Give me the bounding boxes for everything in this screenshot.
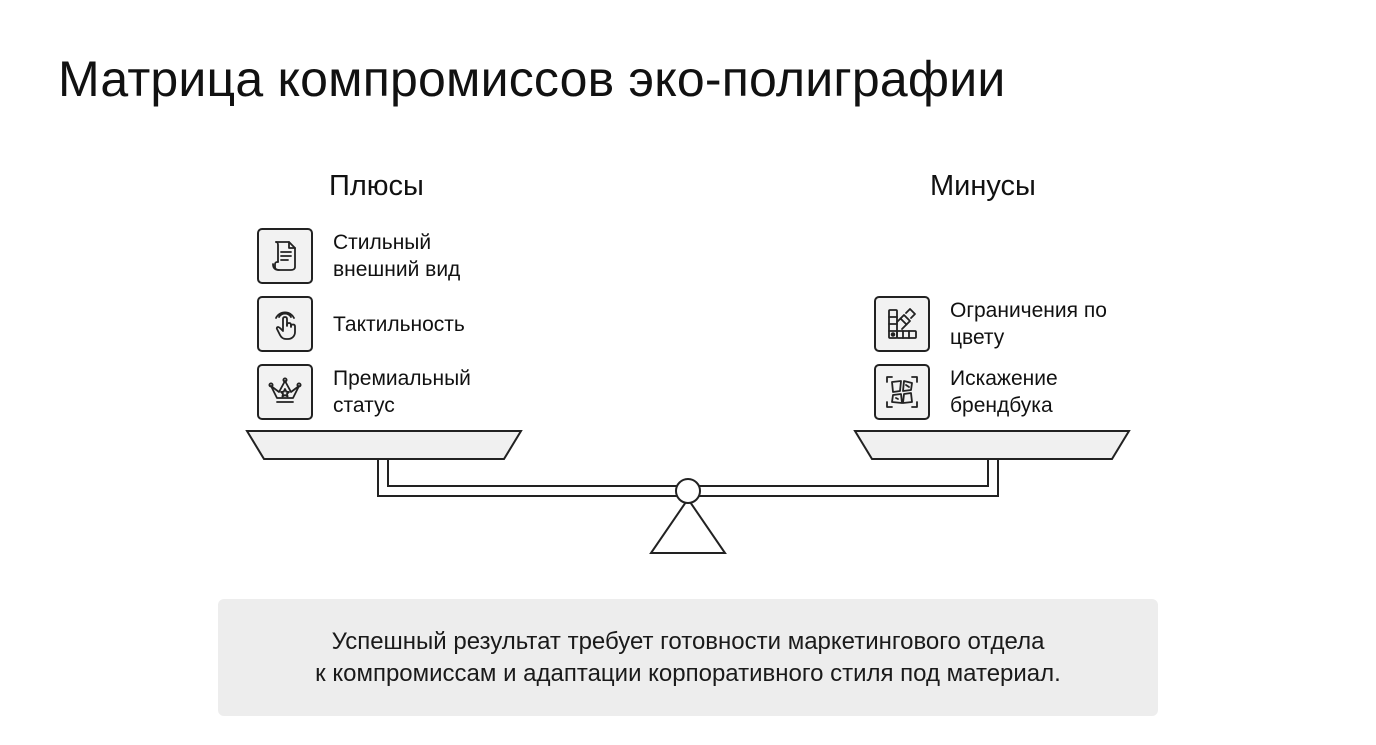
- con-item-color-limits: Ограничения по цвету: [874, 296, 1140, 352]
- callout-line-2: к компромиссам и адаптации корпоративног…: [315, 659, 1061, 687]
- pivot: [675, 478, 701, 504]
- right-pan: [853, 430, 1131, 460]
- con-item-brandbook-distortion: Искажение брендбука: [874, 364, 1140, 420]
- callout-line-1: Успешный результат требует готовности ма…: [331, 627, 1045, 655]
- pro-item-tactility: Тактильность: [257, 296, 523, 352]
- con-label: Ограничения по цвету: [950, 299, 1107, 349]
- pro-label: Тактильность: [333, 312, 465, 336]
- distorted-brandbook-icon: [874, 364, 930, 420]
- pro-label: Премиальный статус: [333, 367, 471, 417]
- pro-item-style: Стильный внешний вид: [257, 228, 523, 284]
- pro-label: Стильный внешний вид: [333, 231, 461, 281]
- conclusion-callout: Успешный результат требует готовности ма…: [218, 599, 1158, 716]
- pro-item-premium: Премиальный статус: [257, 364, 523, 420]
- page-title: Матрица компромиссов эко-полиграфии: [58, 51, 1006, 107]
- cons-heading: Минусы: [930, 170, 1036, 202]
- pros-heading: Плюсы: [329, 170, 424, 202]
- crown-icon: [257, 364, 313, 420]
- con-label: Искажение брендбука: [950, 367, 1058, 417]
- fulcrum: [649, 497, 727, 554]
- document-icon: [257, 228, 313, 284]
- color-swatch-icon: [874, 296, 930, 352]
- scale-beam: [377, 458, 999, 497]
- left-pan: [245, 430, 523, 460]
- touch-hand-icon: [257, 296, 313, 352]
